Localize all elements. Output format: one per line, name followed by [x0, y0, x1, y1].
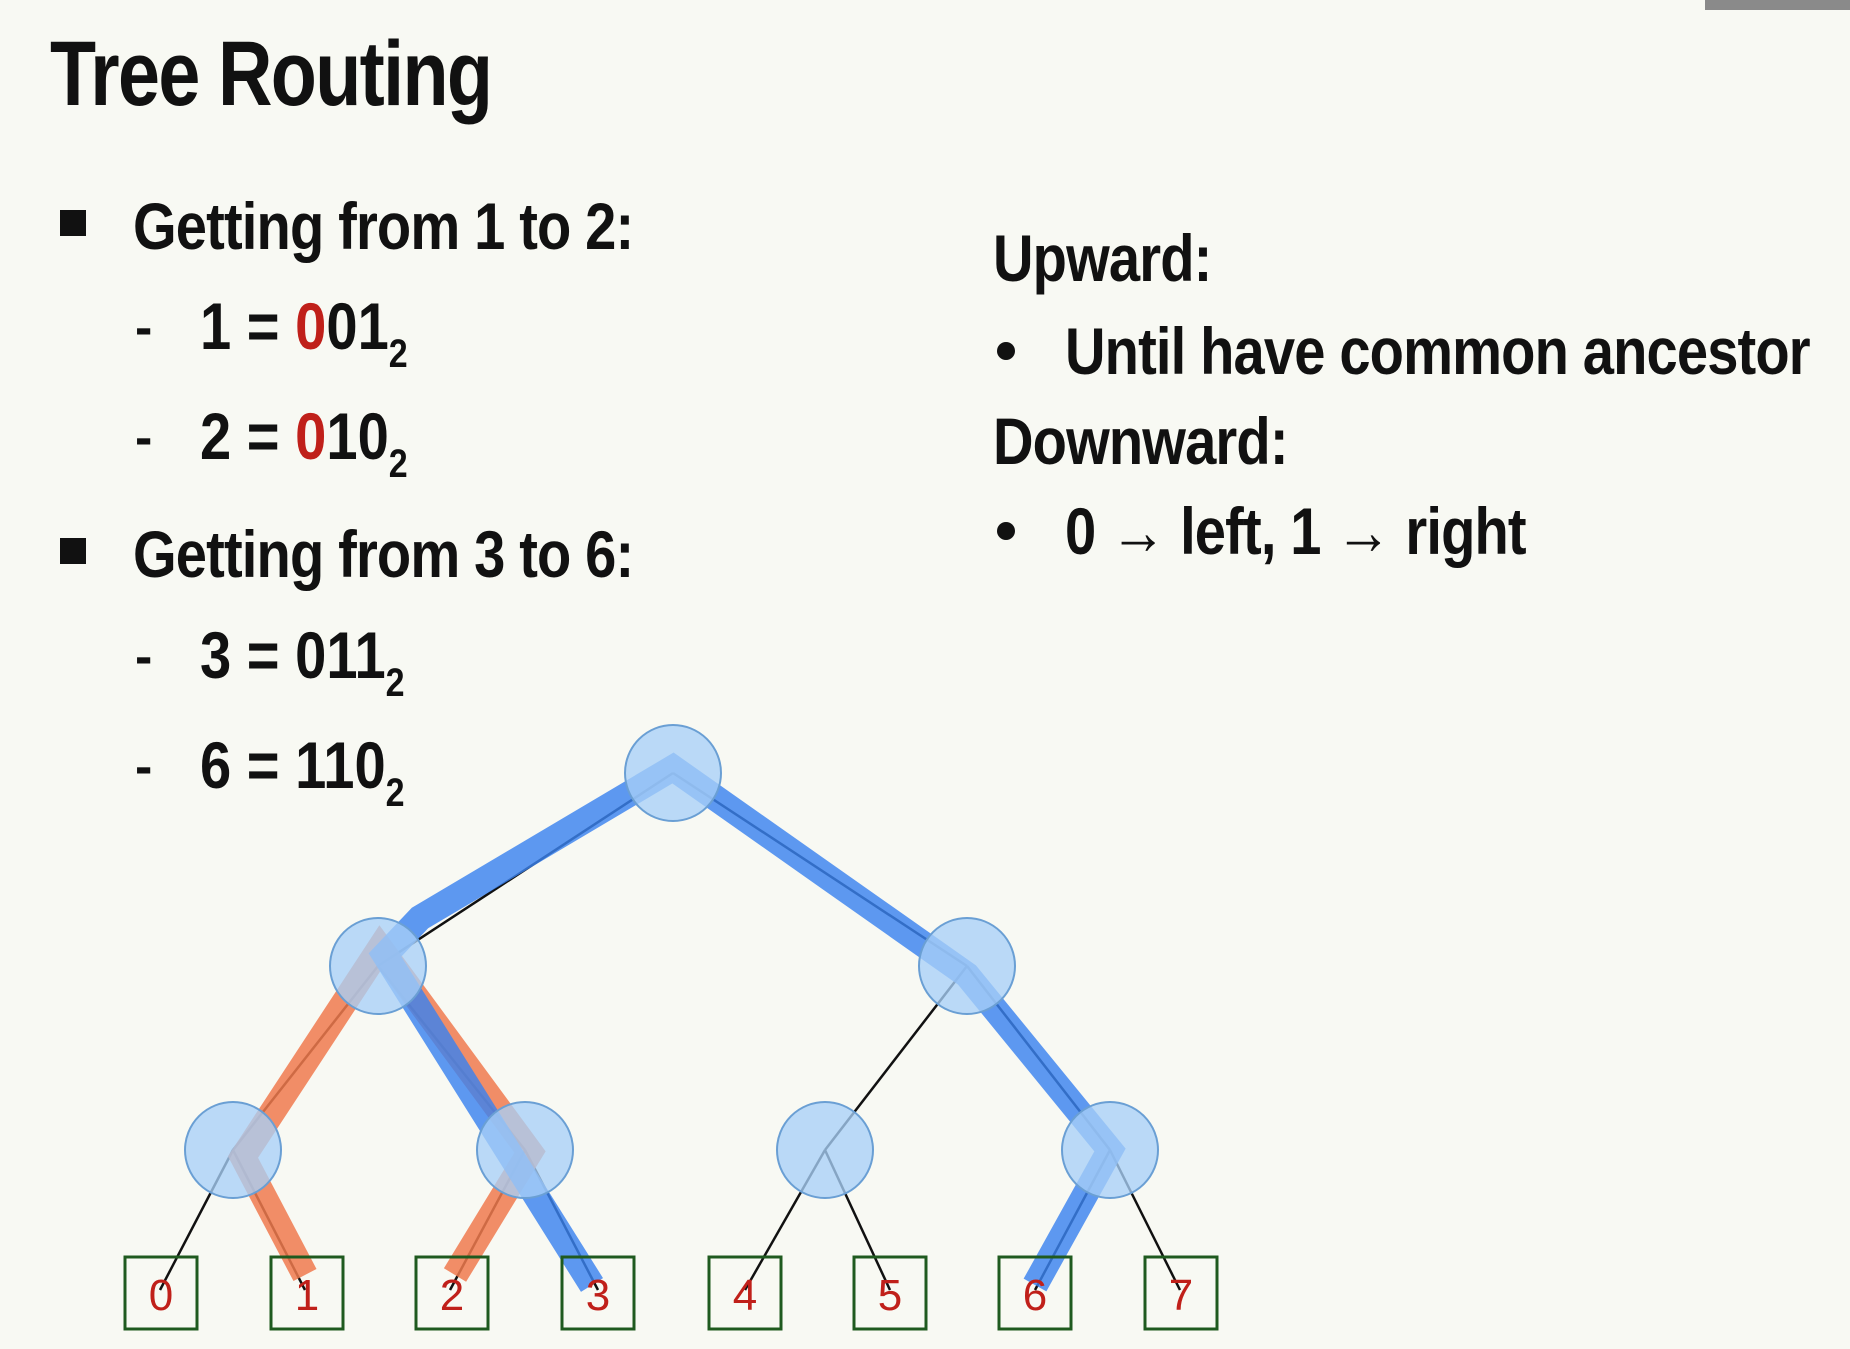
leaf-label: 2 — [440, 1271, 464, 1320]
dash-icon: - — [135, 409, 153, 467]
downward-heading: Downward: — [993, 404, 1289, 478]
leaf-0: 0 — [123, 1255, 199, 1331]
leaf-3: 3 — [560, 1255, 636, 1331]
dash-icon: - — [135, 738, 153, 796]
round-bullet-icon — [997, 522, 1015, 540]
slide-title: Tree Routing — [50, 23, 493, 125]
leaf-1: 1 — [269, 1255, 345, 1331]
binary-equation: 3 = 0112 — [200, 618, 405, 705]
leaf-7: 7 — [1143, 1255, 1219, 1331]
round-bullet-icon — [997, 342, 1015, 360]
leaf-label: 4 — [733, 1271, 757, 1320]
upward-heading: Upward: — [993, 221, 1212, 295]
leaf-6: 6 — [997, 1255, 1073, 1331]
square-bullet-icon — [60, 210, 86, 236]
leaf-label: 1 — [295, 1271, 319, 1320]
dash-icon: - — [135, 628, 153, 686]
tree-node — [476, 1101, 574, 1199]
square-bullet-icon — [60, 538, 86, 564]
tree-node — [624, 724, 722, 822]
tree-node — [329, 917, 427, 1015]
corner-bar — [1705, 0, 1850, 10]
tree-node — [918, 917, 1016, 1015]
binary-equation: 1 = 0012 — [200, 289, 408, 376]
tree-nodes — [184, 724, 1159, 1199]
leaf-label: 6 — [1023, 1271, 1047, 1320]
leaf-label: 0 — [149, 1271, 173, 1320]
leaf-label: 3 — [586, 1271, 610, 1320]
binary-equation: 6 = 1102 — [200, 728, 405, 815]
leaf-label: 7 — [1169, 1271, 1193, 1320]
section-heading-2: Getting from 3 to 6: — [133, 517, 634, 591]
tree-leaves: 0 1 2 3 4 5 6 7 — [123, 1255, 1219, 1331]
binary-equation: 2 = 0102 — [200, 399, 408, 486]
downward-item: 0 → left, 1 → right — [1065, 494, 1527, 568]
leaf-label: 5 — [878, 1271, 902, 1320]
tree-node — [1061, 1101, 1159, 1199]
leaf-2: 2 — [414, 1255, 490, 1331]
tree-node — [184, 1101, 282, 1199]
section-heading-1: Getting from 1 to 2: — [133, 189, 634, 263]
upward-item: Until have common ancestor — [1065, 314, 1811, 388]
dash-icon: - — [135, 299, 153, 357]
tree-node — [776, 1101, 874, 1199]
leaf-4: 4 — [707, 1255, 783, 1331]
leaf-5: 5 — [852, 1255, 928, 1331]
